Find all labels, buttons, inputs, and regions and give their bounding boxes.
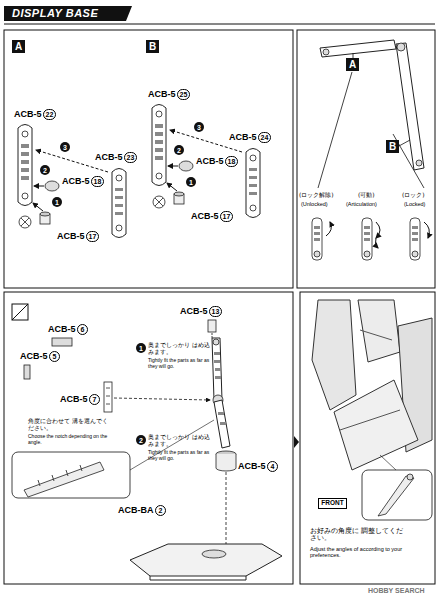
node-text: 1 (139, 345, 143, 352)
node-text: 7 (93, 396, 97, 403)
node-text: 24 (261, 134, 269, 141)
node-text: 5 (53, 353, 57, 360)
node-text: B (149, 42, 156, 52)
part-name: ACB-5 (191, 212, 219, 221)
part-name: ACB-5 (180, 307, 208, 316)
panel-letter: A (346, 58, 359, 71)
step-number: 3 (194, 122, 204, 132)
step-number: 1 (186, 177, 196, 187)
note-text: (Unlocked) (301, 201, 328, 207)
part-number: 7 (89, 394, 100, 405)
node-text: 2 (43, 167, 47, 174)
step-number: 1 (136, 343, 146, 353)
part-name: ACB-5 (48, 325, 76, 334)
instruction-text: Tightly fit the parts as far as they wil… (148, 450, 210, 462)
instruction-text: 奥までしっかり はめ込みます。 (148, 434, 210, 448)
part-number: 18 (91, 176, 104, 187)
part-number: 25 (177, 89, 190, 100)
node-text: FRONT (321, 500, 343, 507)
node-text: 22 (46, 111, 54, 118)
step-number: 2 (174, 145, 184, 155)
part-name: ACB-5 (20, 352, 48, 361)
node-text: A (15, 42, 22, 52)
step-number: 2 (40, 165, 50, 175)
node-text: 23 (127, 154, 135, 161)
note-text: (ロック解除) (299, 192, 334, 199)
instruction-text: お好みの角度に 調整してください。 (310, 528, 410, 543)
part-name: ACB-BA (118, 506, 154, 515)
part-name: ACB-5 (60, 395, 88, 404)
instruction-text: 角度に合わせて 溝を選んでください。 (28, 418, 108, 432)
part-number: 17 (86, 231, 99, 242)
node-text: 3 (197, 124, 201, 131)
node-text: 1 (55, 199, 59, 206)
note-text: (ロック) (402, 192, 425, 199)
note-text: (Articulation) (346, 201, 377, 207)
panel-letter: A (12, 40, 25, 53)
part-name: ACB-5 (196, 157, 224, 166)
note-text: (可動) (358, 192, 375, 199)
instruction-text: Adjust the angles of according to your p… (310, 546, 420, 559)
node-text: 18 (94, 178, 102, 185)
part-number: 17 (220, 211, 233, 222)
part-name: ACB-5 (229, 133, 257, 142)
part-name: ACB-5 (57, 232, 85, 241)
node-text: 3 (63, 144, 67, 151)
node-text: 17 (223, 213, 231, 220)
part-number: 2 (155, 505, 166, 516)
instruction-text: 奥までしっかり はめ込みます。 (148, 342, 210, 356)
node-text: B (389, 142, 396, 152)
node-text: 13 (212, 308, 220, 315)
part-number: 6 (77, 324, 88, 335)
instruction-text: Tightly fit the parts as far as they wil… (148, 358, 210, 370)
part-number: 18 (225, 156, 238, 167)
part-number: 5 (49, 351, 60, 362)
step-number: 2 (136, 435, 146, 445)
node-text: 4 (271, 463, 275, 470)
part-name: ACB-5 (238, 462, 266, 471)
part-number: 4 (267, 461, 278, 472)
node-text: 17 (89, 233, 97, 240)
node-text: 2 (139, 437, 143, 444)
note-text: (Locked) (404, 201, 425, 207)
node-text: A (349, 60, 356, 70)
part-name: ACB-5 (62, 177, 90, 186)
part-number: 13 (209, 306, 222, 317)
node-text: 2 (177, 147, 181, 154)
part-name: ACB-5 (14, 110, 42, 119)
panel-letter: B (386, 140, 399, 153)
step-number: 1 (52, 197, 62, 207)
node-text: 18 (228, 158, 236, 165)
direction-tag: FRONT (318, 498, 347, 509)
part-name: ACB-5 (95, 153, 123, 162)
watermark: HOBBY SEARCH (368, 587, 425, 594)
panel-letter: B (146, 40, 159, 53)
node-text: 6 (81, 326, 85, 333)
title-text: DISPLAY BASE (12, 8, 98, 19)
part-name: ACB-5 (148, 90, 176, 99)
part-number: 22 (43, 109, 56, 120)
part-number: 23 (124, 152, 137, 163)
node-text: 2 (159, 507, 163, 514)
instruction-text: Choose the notch depending on the angle. (28, 434, 108, 446)
part-number: 24 (258, 132, 271, 143)
node-text: 25 (180, 91, 188, 98)
node-text: 1 (189, 179, 193, 186)
step-number: 3 (60, 142, 70, 152)
